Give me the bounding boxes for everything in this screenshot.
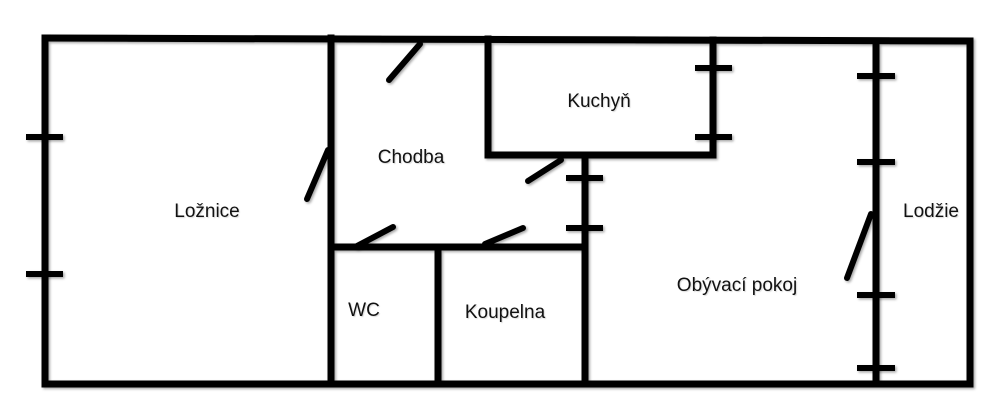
door-swing [844, 211, 874, 281]
room-label-kuchyn: Kuchyň [567, 91, 631, 112]
window-ticks [26, 65, 895, 371]
room-label-obyvaci-pokoj: Obývací pokoj [676, 275, 798, 296]
room-label-chodba: Chodba [377, 147, 445, 168]
door-swing [386, 41, 423, 83]
walls [41, 34, 974, 388]
room-label-lodzie: Lodžie [903, 201, 959, 222]
wall-top [41, 34, 974, 45]
room-label-wc: WC [348, 300, 380, 321]
door-swing [304, 147, 331, 202]
room-label-koupelna: Koupelna [464, 302, 546, 323]
door-swing [482, 225, 526, 247]
door-swing [525, 157, 564, 184]
room-label-loznice: Ložnice [174, 201, 240, 222]
doors [304, 41, 874, 281]
door-swing [354, 224, 396, 249]
